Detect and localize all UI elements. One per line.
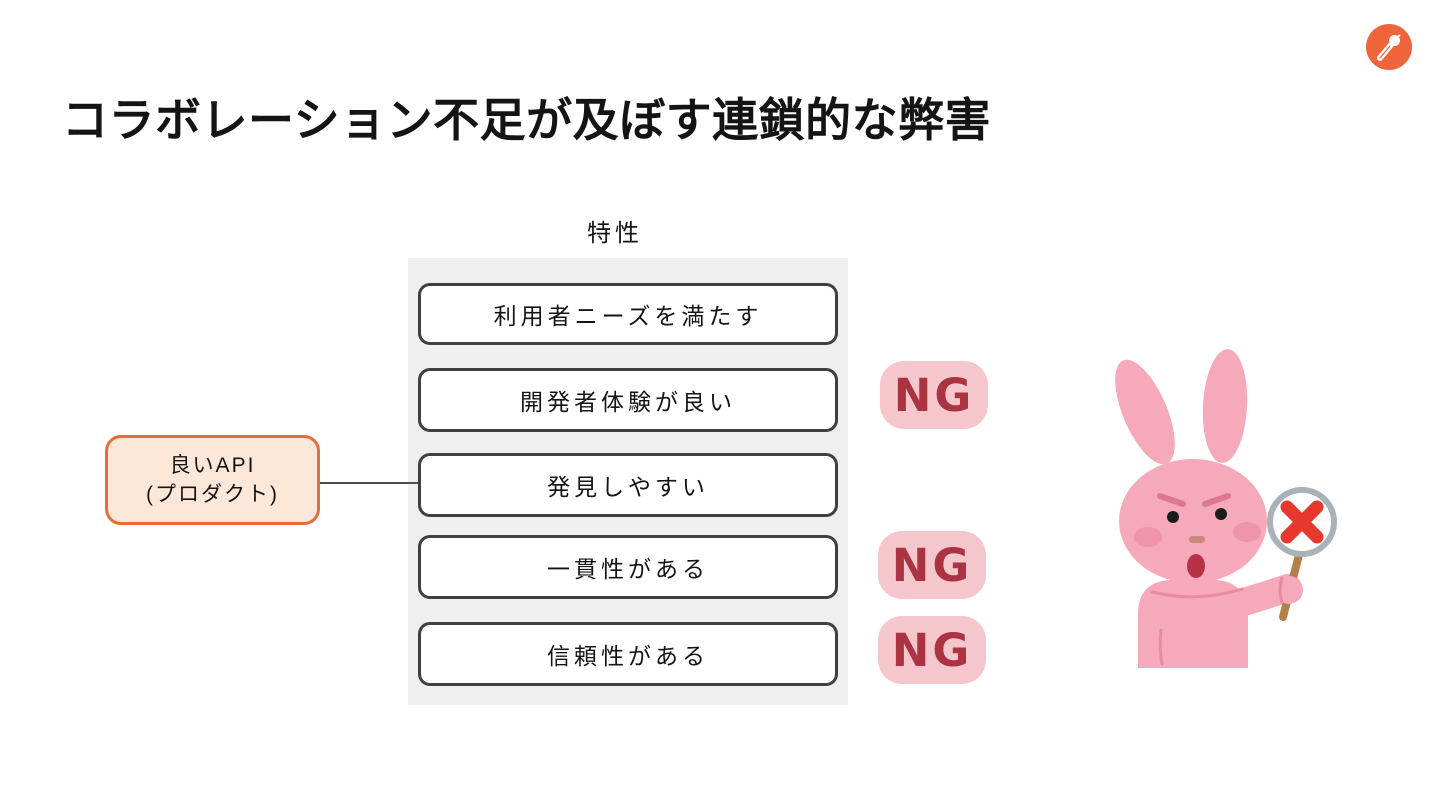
rabbit-body xyxy=(1138,574,1302,668)
traits-panel: 利用者ニーズを満たす 開発者体験が良い 発見しやすい 一貫性がある 信頼性がある xyxy=(408,258,848,705)
ng-badge-reliability: NG xyxy=(878,616,986,684)
rabbit-head xyxy=(1119,459,1267,583)
good-api-label-line1: 良いAPI xyxy=(169,454,256,477)
rabbit-with-x-sign-illustration xyxy=(1115,349,1337,668)
traits-panel-label: 特性 xyxy=(587,220,643,247)
trait-box-reliability: 信頼性がある xyxy=(418,622,838,686)
sign-stick xyxy=(1275,551,1303,621)
trait-box-consistency: 一貫性がある xyxy=(418,535,838,599)
ng-badge-developer-experience: NG xyxy=(880,361,988,429)
trait-box-user-needs: 利用者ニーズを満たす xyxy=(418,283,838,345)
postman-logo-icon xyxy=(1366,24,1412,70)
good-api-product-box: 良いAPI (プロダクト) xyxy=(105,435,320,525)
x-mark-sign-icon xyxy=(1267,487,1337,557)
good-api-label-line2: (プロダクト) xyxy=(146,483,279,506)
trait-box-developer-experience: 開発者体験が良い xyxy=(418,368,838,432)
trait-box-discoverability: 発見しやすい xyxy=(418,453,838,517)
slide-title: コラボレーション不足が及ぼす連鎖的な弊害 xyxy=(62,94,992,146)
rabbit-ears xyxy=(1115,349,1248,465)
connector-line xyxy=(320,482,418,484)
ng-badge-consistency: NG xyxy=(878,531,986,599)
